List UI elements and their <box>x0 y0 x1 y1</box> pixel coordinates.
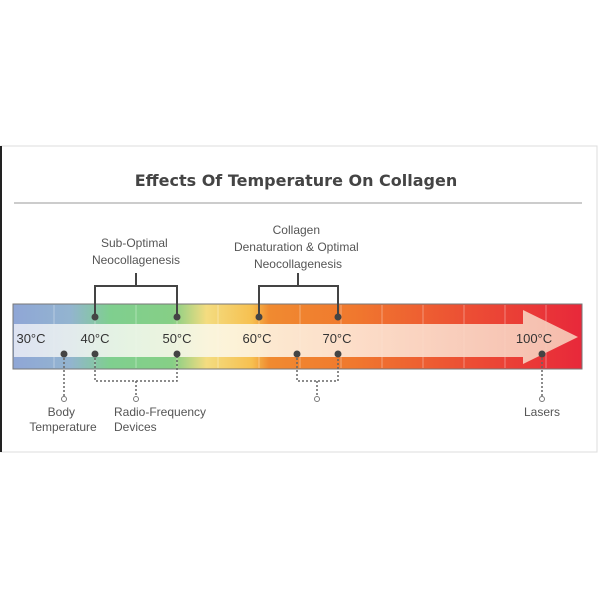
bracket-sub-optimal <box>94 273 178 317</box>
marker-60-top <box>255 313 263 321</box>
label-lasers: Lasers <box>524 405 560 419</box>
marker-50-top <box>173 313 181 321</box>
tick-40c: 40°C <box>80 331 109 346</box>
label-radio-frequency: Radio-Frequency Devices <box>114 405 209 434</box>
endpoint-body-temp <box>61 396 67 402</box>
marker-body-temp <box>60 350 68 358</box>
label-sub-optimal: Sub-Optimal Neocollagenesis <box>92 236 180 267</box>
endpoint-lasers <box>539 396 545 402</box>
bottom-dotted-connectors <box>63 354 543 396</box>
endpoint-rf <box>133 396 139 402</box>
label-body-temperature: Body Temperature <box>29 405 97 434</box>
tick-30c: 30°C <box>16 331 45 346</box>
bracket-optimal <box>258 273 339 317</box>
label-optimal: Collagen Denaturation & Optimal Neocolla… <box>234 223 362 271</box>
endpoint-60-70 <box>314 396 320 402</box>
marker-50-bottom <box>173 350 181 358</box>
marker-100-bottom <box>538 350 546 358</box>
marker-70-top <box>334 313 342 321</box>
tick-100c: 100°C <box>516 331 552 346</box>
marker-65-bottom <box>293 350 301 358</box>
diagram-title: Effects Of Temperature On Collagen <box>135 171 458 190</box>
tick-50c: 50°C <box>162 331 191 346</box>
temperature-arrow <box>14 310 578 364</box>
tick-60c: 60°C <box>242 331 271 346</box>
tick-70c: 70°C <box>322 331 351 346</box>
marker-40-bottom <box>91 350 99 358</box>
marker-40-top <box>91 313 99 321</box>
frame-border <box>0 145 598 453</box>
marker-70-bottom <box>334 350 342 358</box>
